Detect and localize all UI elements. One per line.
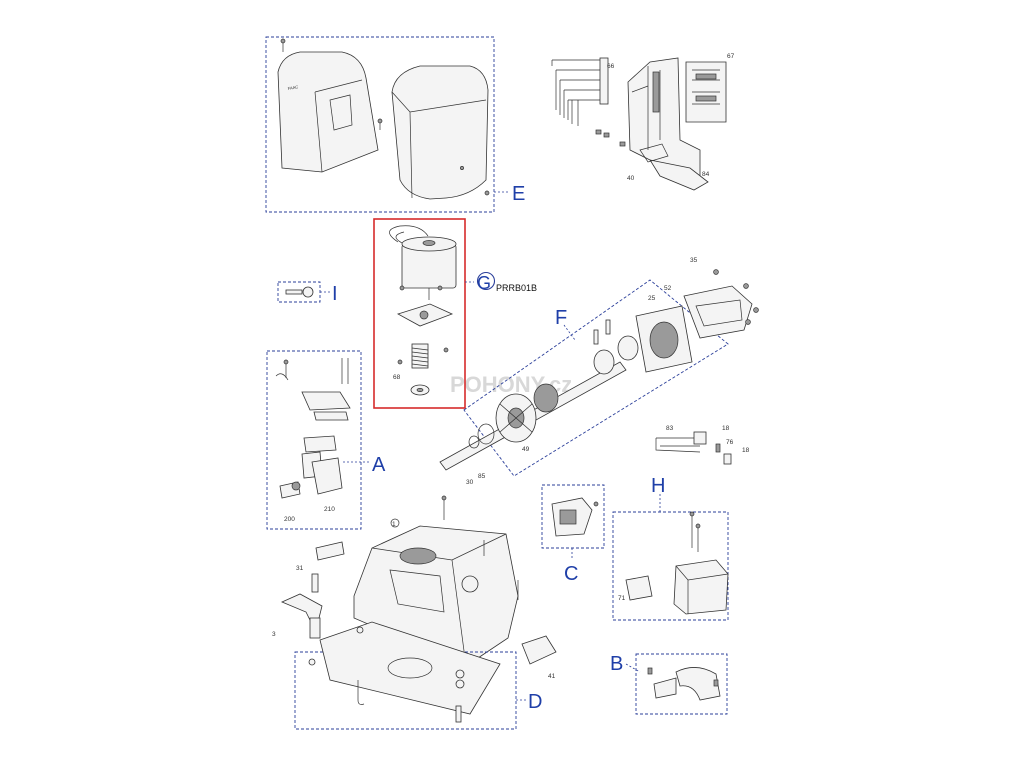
- part-68: 68: [393, 374, 401, 381]
- group-f-frame: [463, 279, 729, 477]
- part-210: 210: [324, 506, 335, 513]
- label-e: E: [512, 183, 525, 205]
- part-67: 67: [727, 53, 735, 60]
- part-1: 1: [392, 521, 396, 528]
- part-30: 30: [466, 479, 474, 486]
- part-18-b: 18: [742, 447, 750, 454]
- part-200: 200: [284, 516, 295, 523]
- kit-code: PRRB01B: [496, 283, 537, 293]
- part-76: 76: [726, 439, 734, 446]
- part-52: 52: [664, 285, 672, 292]
- label-i: I: [332, 283, 338, 305]
- part-84: 84: [702, 171, 710, 178]
- part-40: 40: [627, 175, 635, 182]
- part-35: 35: [690, 257, 698, 264]
- flap-84: [649, 159, 709, 191]
- label-a: A: [372, 454, 386, 476]
- group-c-assembly: C: [541, 484, 605, 585]
- group-i-release-key: I: [277, 281, 338, 305]
- outer-cover: [391, 65, 489, 200]
- part-83: 83: [666, 425, 674, 432]
- part-41: 41: [548, 673, 556, 680]
- label-f: F: [555, 307, 567, 329]
- label-c: C: [564, 563, 578, 585]
- group-a-release-mechanism: A 200 210: [266, 350, 386, 530]
- group-g-motor-kit: 68 G PRRB01B: [373, 218, 537, 409]
- group-h-transformer: 71 H: [612, 475, 729, 621]
- transformer: [673, 559, 729, 615]
- control-board-assembly: 66 67 84 40: [551, 53, 735, 191]
- part-3: 3: [272, 631, 276, 638]
- group-b-frame: [635, 653, 728, 715]
- bracket-40: [627, 57, 701, 181]
- part-85: 85: [478, 473, 486, 480]
- group-h-frame: [612, 511, 729, 621]
- group-e-frame: [265, 36, 495, 213]
- part-49: 49: [522, 446, 530, 453]
- group-d-foundation-plate: D: [294, 621, 542, 730]
- gear-housing: [683, 285, 753, 339]
- label-b: B: [610, 653, 623, 675]
- group-c-frame: [541, 484, 605, 549]
- inner-cover: [277, 51, 379, 173]
- part-31: 31: [296, 565, 304, 572]
- part-71: 71: [618, 595, 626, 602]
- label-d: D: [528, 691, 542, 713]
- group-b-assembly: B: [610, 653, 728, 715]
- clutch: [533, 383, 559, 413]
- group-a-frame: [266, 350, 362, 530]
- part-25: 25: [648, 295, 656, 302]
- group-f-gearbox: F 35 52 25 49 85 30: [439, 257, 759, 486]
- limit-switch-parts: 83 18 76 18: [655, 425, 750, 465]
- label-g: G: [477, 273, 491, 293]
- group-e-covers: FAAC E: [265, 36, 525, 213]
- highlight-frame: [373, 218, 466, 409]
- label-h: H: [651, 475, 665, 497]
- part-18-a: 18: [722, 425, 730, 432]
- foundation-plate: [319, 621, 501, 715]
- part-66: 66: [607, 63, 615, 70]
- svg-text:FAAC: FAAC: [287, 84, 298, 91]
